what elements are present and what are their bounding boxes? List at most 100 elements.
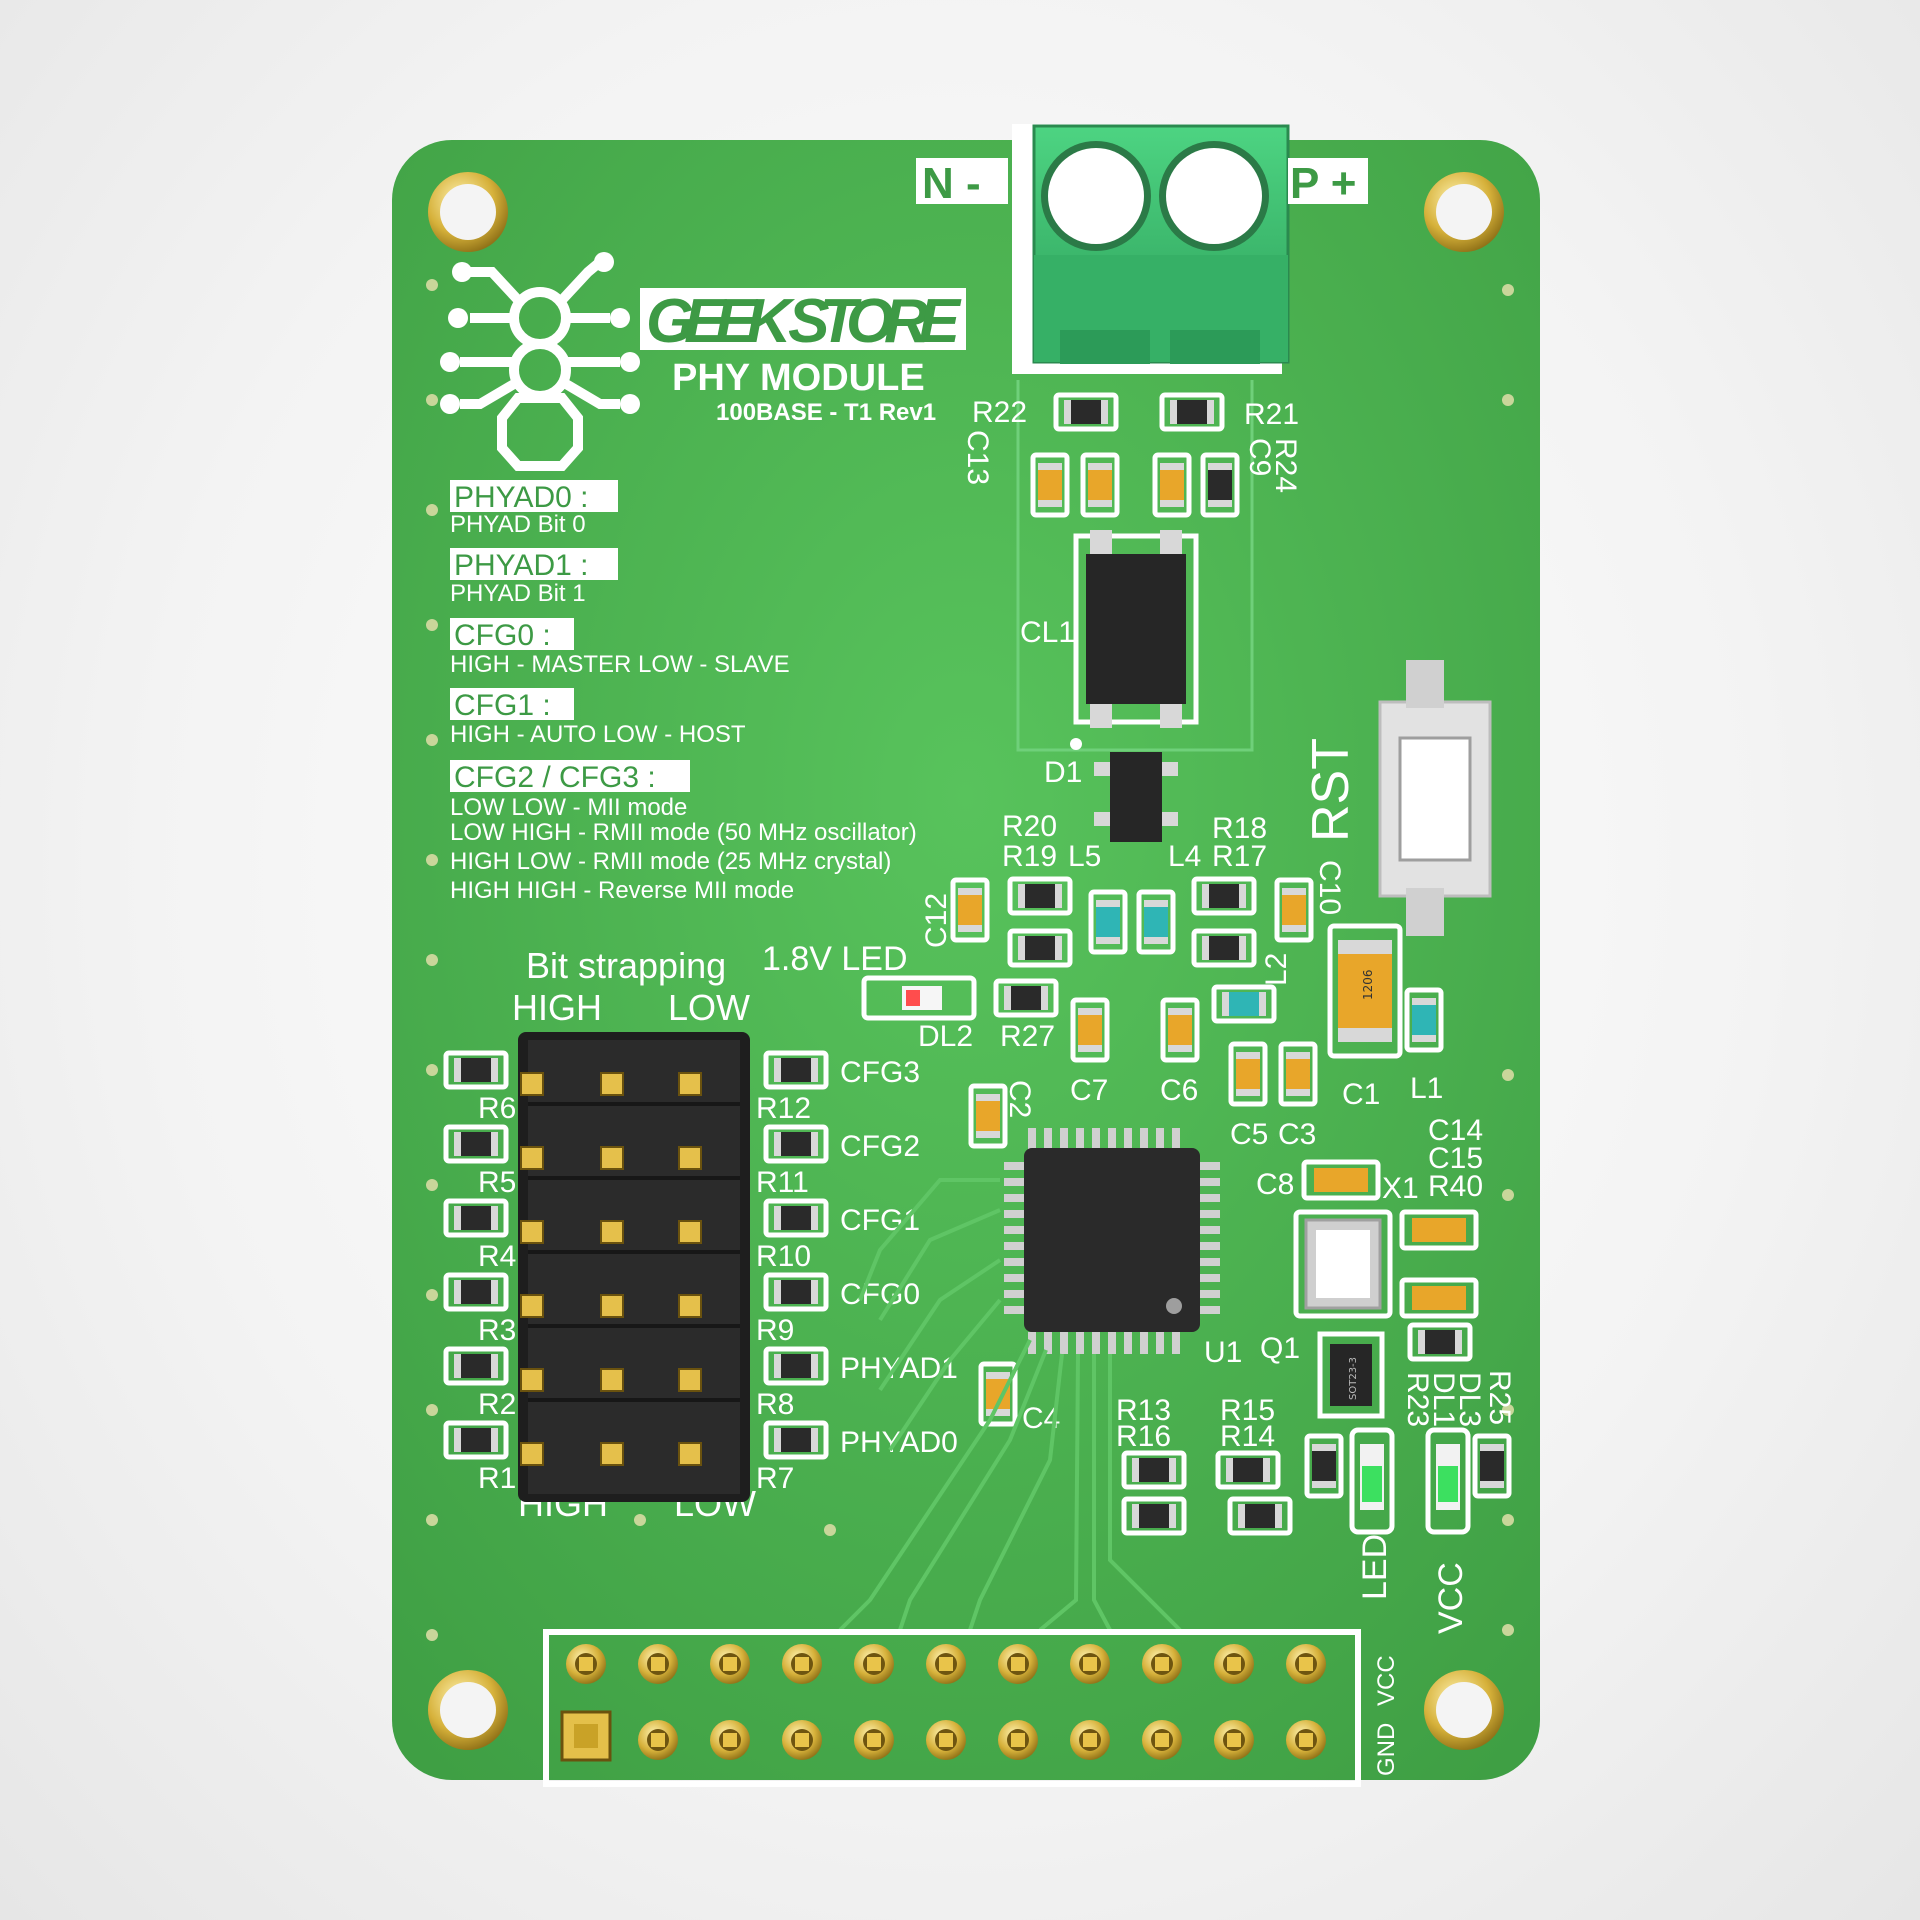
ref-r10: R10	[756, 1240, 811, 1273]
strapping-pin-header[interactable]	[518, 1032, 750, 1502]
resistor-r12	[766, 1053, 826, 1087]
mount-hole-top-left	[428, 172, 508, 252]
diode-d1	[1070, 738, 1178, 842]
info-title: CFG2 / CFG3 :	[454, 761, 656, 794]
capacitor-c14	[1399, 1209, 1479, 1251]
resistor-r16	[1124, 1499, 1184, 1533]
resistor-r19	[1010, 879, 1070, 913]
ref-cl1: CL1	[1020, 616, 1075, 649]
ref-r7: R7	[756, 1462, 794, 1495]
phy-chip-u1	[1004, 1128, 1220, 1354]
brand-banner	[640, 288, 966, 350]
ref-r22: R22	[972, 396, 1027, 429]
ref-l1: L1	[1410, 1072, 1443, 1105]
info-line: LOW LOW - MII mode	[450, 794, 687, 821]
info-title: PHYAD1 :	[454, 549, 589, 582]
terminal-pos-box	[1288, 158, 1368, 204]
inductor-l1	[1407, 990, 1441, 1050]
screw-terminal	[1012, 124, 1290, 374]
main-pin-header[interactable]	[543, 1629, 1361, 1787]
ref-c6: C6	[1160, 1074, 1198, 1107]
info-title: PHYAD0 :	[454, 481, 589, 514]
ref-r8: R8	[756, 1388, 794, 1421]
brand-name: GEEK STORE	[646, 287, 962, 356]
pcb-traces	[838, 1178, 1182, 1632]
ref-r15: R15	[1220, 1394, 1275, 1427]
capacitor-c1: 1206	[1327, 923, 1403, 1059]
led-dl3	[1425, 1427, 1471, 1535]
ref-c5: C5	[1230, 1118, 1268, 1151]
ref-dl3: DL3	[1453, 1372, 1486, 1427]
ref-dl1: DL1	[1427, 1372, 1460, 1427]
signal-cfg0: CFG0	[840, 1278, 920, 1311]
ref-c7: C7	[1070, 1074, 1108, 1107]
capacitor-c7	[1073, 1000, 1107, 1060]
resistor-r22	[1056, 395, 1116, 429]
ref-r9: R9	[756, 1314, 794, 1347]
info-line: PHYAD Bit 1	[450, 580, 586, 607]
signal-cfg3: CFG3	[840, 1056, 920, 1089]
ref-r14: R14	[1220, 1420, 1275, 1453]
resistor-r21	[1162, 395, 1222, 429]
ref-c3: C3	[1278, 1118, 1316, 1151]
resistor-r6	[446, 1053, 506, 1087]
signal-cfg2: CFG2	[840, 1130, 920, 1163]
resistor-r25	[1475, 1436, 1509, 1496]
resistor-r2	[446, 1349, 506, 1383]
capacitor-c2	[971, 1086, 1005, 1146]
capacitor-c6	[1163, 1000, 1197, 1060]
capacitor-c5	[1231, 1044, 1265, 1104]
geekstore-bug-logo-icon	[460, 258, 620, 471]
led-dl1	[1349, 1427, 1395, 1535]
c1-marking: 1206	[1361, 969, 1375, 1000]
ref-r1: R1	[478, 1462, 516, 1495]
resistor-r17	[1194, 879, 1254, 913]
resistor-r8	[766, 1349, 826, 1383]
terminal-neg-label: N -	[922, 159, 981, 208]
info-title: CFG1 :	[454, 689, 551, 722]
info-title: CFG0 :	[454, 619, 551, 652]
ref-c14: C14	[1428, 1114, 1483, 1147]
signal-cfg1: CFG1	[840, 1204, 920, 1237]
ref-l4: L4	[1168, 840, 1201, 873]
resistor-r13	[1124, 1453, 1184, 1487]
info-line: HIGH HIGH - Reverse MII mode	[450, 877, 794, 904]
ref-dl2: DL2	[918, 1020, 973, 1053]
capacitor-c13b	[1083, 455, 1117, 515]
inductor-l5	[1091, 892, 1125, 952]
ref-c8: C8	[1256, 1168, 1294, 1201]
ref-r2: R2	[478, 1388, 516, 1421]
crystal-oscillator-x1	[1293, 1209, 1393, 1319]
revision-label: 100BASE - T1 Rev1	[716, 399, 936, 426]
ref-c12: C12	[920, 893, 953, 948]
transistor-q1: SOT23-3	[1317, 1331, 1385, 1419]
ref-c1: C1	[1342, 1078, 1380, 1111]
ref-led: LED	[1356, 1534, 1394, 1600]
ref-r25: R25	[1483, 1370, 1516, 1425]
header-vcc-label: VCC	[1373, 1655, 1400, 1706]
ref-r12: R12	[756, 1092, 811, 1125]
silk-outline-channel	[1016, 380, 1254, 752]
capacitor-c3	[1281, 1044, 1315, 1104]
resistor-r9	[766, 1275, 826, 1309]
info-line: HIGH - AUTO LOW - HOST	[450, 721, 746, 748]
resistor-r10	[766, 1201, 826, 1235]
terminal-pos-label: P +	[1290, 159, 1356, 208]
capacitor-c9	[1155, 455, 1189, 515]
ref-r19: R19	[1002, 840, 1057, 873]
header-gnd-label: GND	[1373, 1723, 1400, 1776]
capacitor-c12	[953, 880, 987, 940]
choke-cl1	[1073, 530, 1199, 728]
inductor-l2	[1214, 987, 1274, 1021]
capacitor-c13a	[1033, 455, 1067, 515]
ref-r4: R4	[478, 1240, 516, 1273]
product-name: PHY MODULE	[672, 357, 925, 399]
via-array	[426, 279, 1514, 1641]
ref-r6: R6	[478, 1092, 516, 1125]
reset-button[interactable]	[1378, 660, 1492, 936]
ref-r23: R23	[1401, 1372, 1434, 1427]
q1-marking: SOT23-3	[1348, 1357, 1359, 1400]
resistor-r20	[1010, 931, 1070, 965]
strapping-low-top: LOW	[668, 987, 750, 1028]
